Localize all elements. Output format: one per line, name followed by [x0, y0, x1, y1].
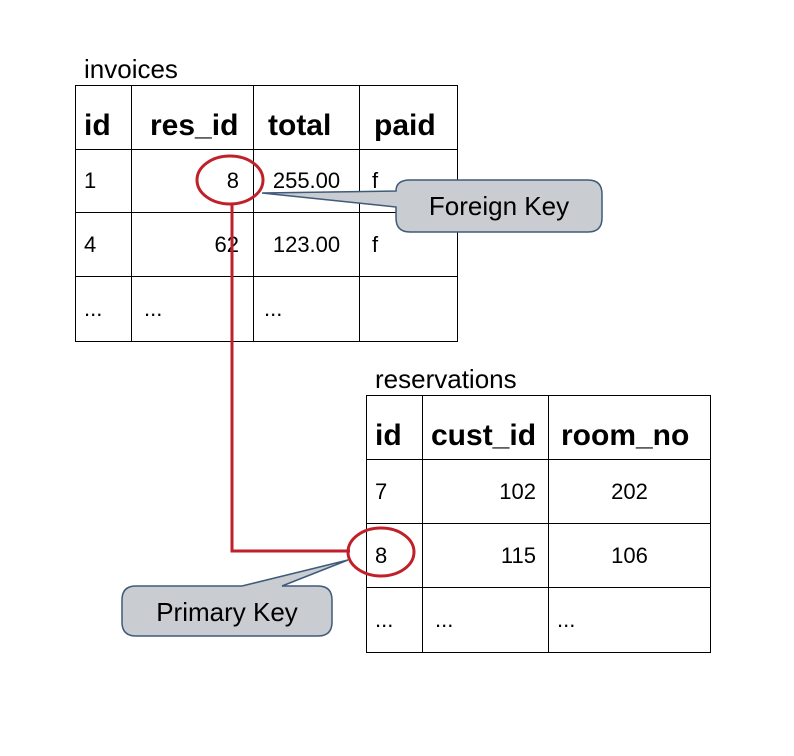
cell-room-no: 202	[548, 459, 711, 524]
cell-paid	[359, 276, 458, 342]
table-row: 4 62 123.00 f	[75, 212, 458, 277]
cell-room-no: 106	[548, 523, 711, 588]
column-header-res-id: res_id	[131, 85, 254, 150]
cell-id: 7	[366, 459, 423, 524]
column-header-paid: paid	[359, 85, 458, 150]
table-row: ... ... ...	[75, 276, 458, 342]
invoices-caption: invoices	[84, 54, 178, 84]
column-header-room-no: room_no	[548, 395, 711, 460]
cell-id: 4	[75, 212, 132, 277]
table-row: ... ... ...	[366, 587, 711, 653]
cell-id: ...	[366, 587, 423, 653]
reservations-table: id cust_id room_no 7 102 202 8 115 106 .…	[366, 395, 711, 653]
column-header-cust-id: cust_id	[422, 395, 549, 460]
primary-key-label: Primary Key	[156, 597, 298, 627]
table-header-row: id cust_id room_no	[366, 395, 711, 460]
column-header-id: id	[366, 395, 423, 460]
cell-res-id: 62	[131, 212, 254, 277]
table-header-row: id res_id total paid	[75, 85, 458, 150]
table-row: 7 102 202	[366, 459, 711, 524]
table-row: 8 115 106	[366, 523, 711, 588]
cell-cust-id: 102	[422, 459, 549, 524]
foreign-key-label: Foreign Key	[428, 191, 570, 221]
cell-id: 8	[366, 523, 423, 588]
cell-res-id: ...	[131, 276, 254, 342]
cell-id: 1	[75, 149, 132, 213]
cell-res-id: 8	[131, 149, 254, 213]
reservations-caption: reservations	[375, 364, 517, 394]
cell-total: 123.00	[253, 212, 360, 277]
cell-cust-id: 115	[422, 523, 549, 588]
cell-id: ...	[75, 276, 132, 342]
cell-total: ...	[253, 276, 360, 342]
column-header-id: id	[75, 85, 132, 150]
cell-total: 255.00	[253, 149, 360, 213]
column-header-total: total	[253, 85, 360, 150]
cell-room-no: ...	[548, 587, 711, 653]
cell-cust-id: ...	[422, 587, 549, 653]
cell-paid: f	[359, 212, 458, 277]
